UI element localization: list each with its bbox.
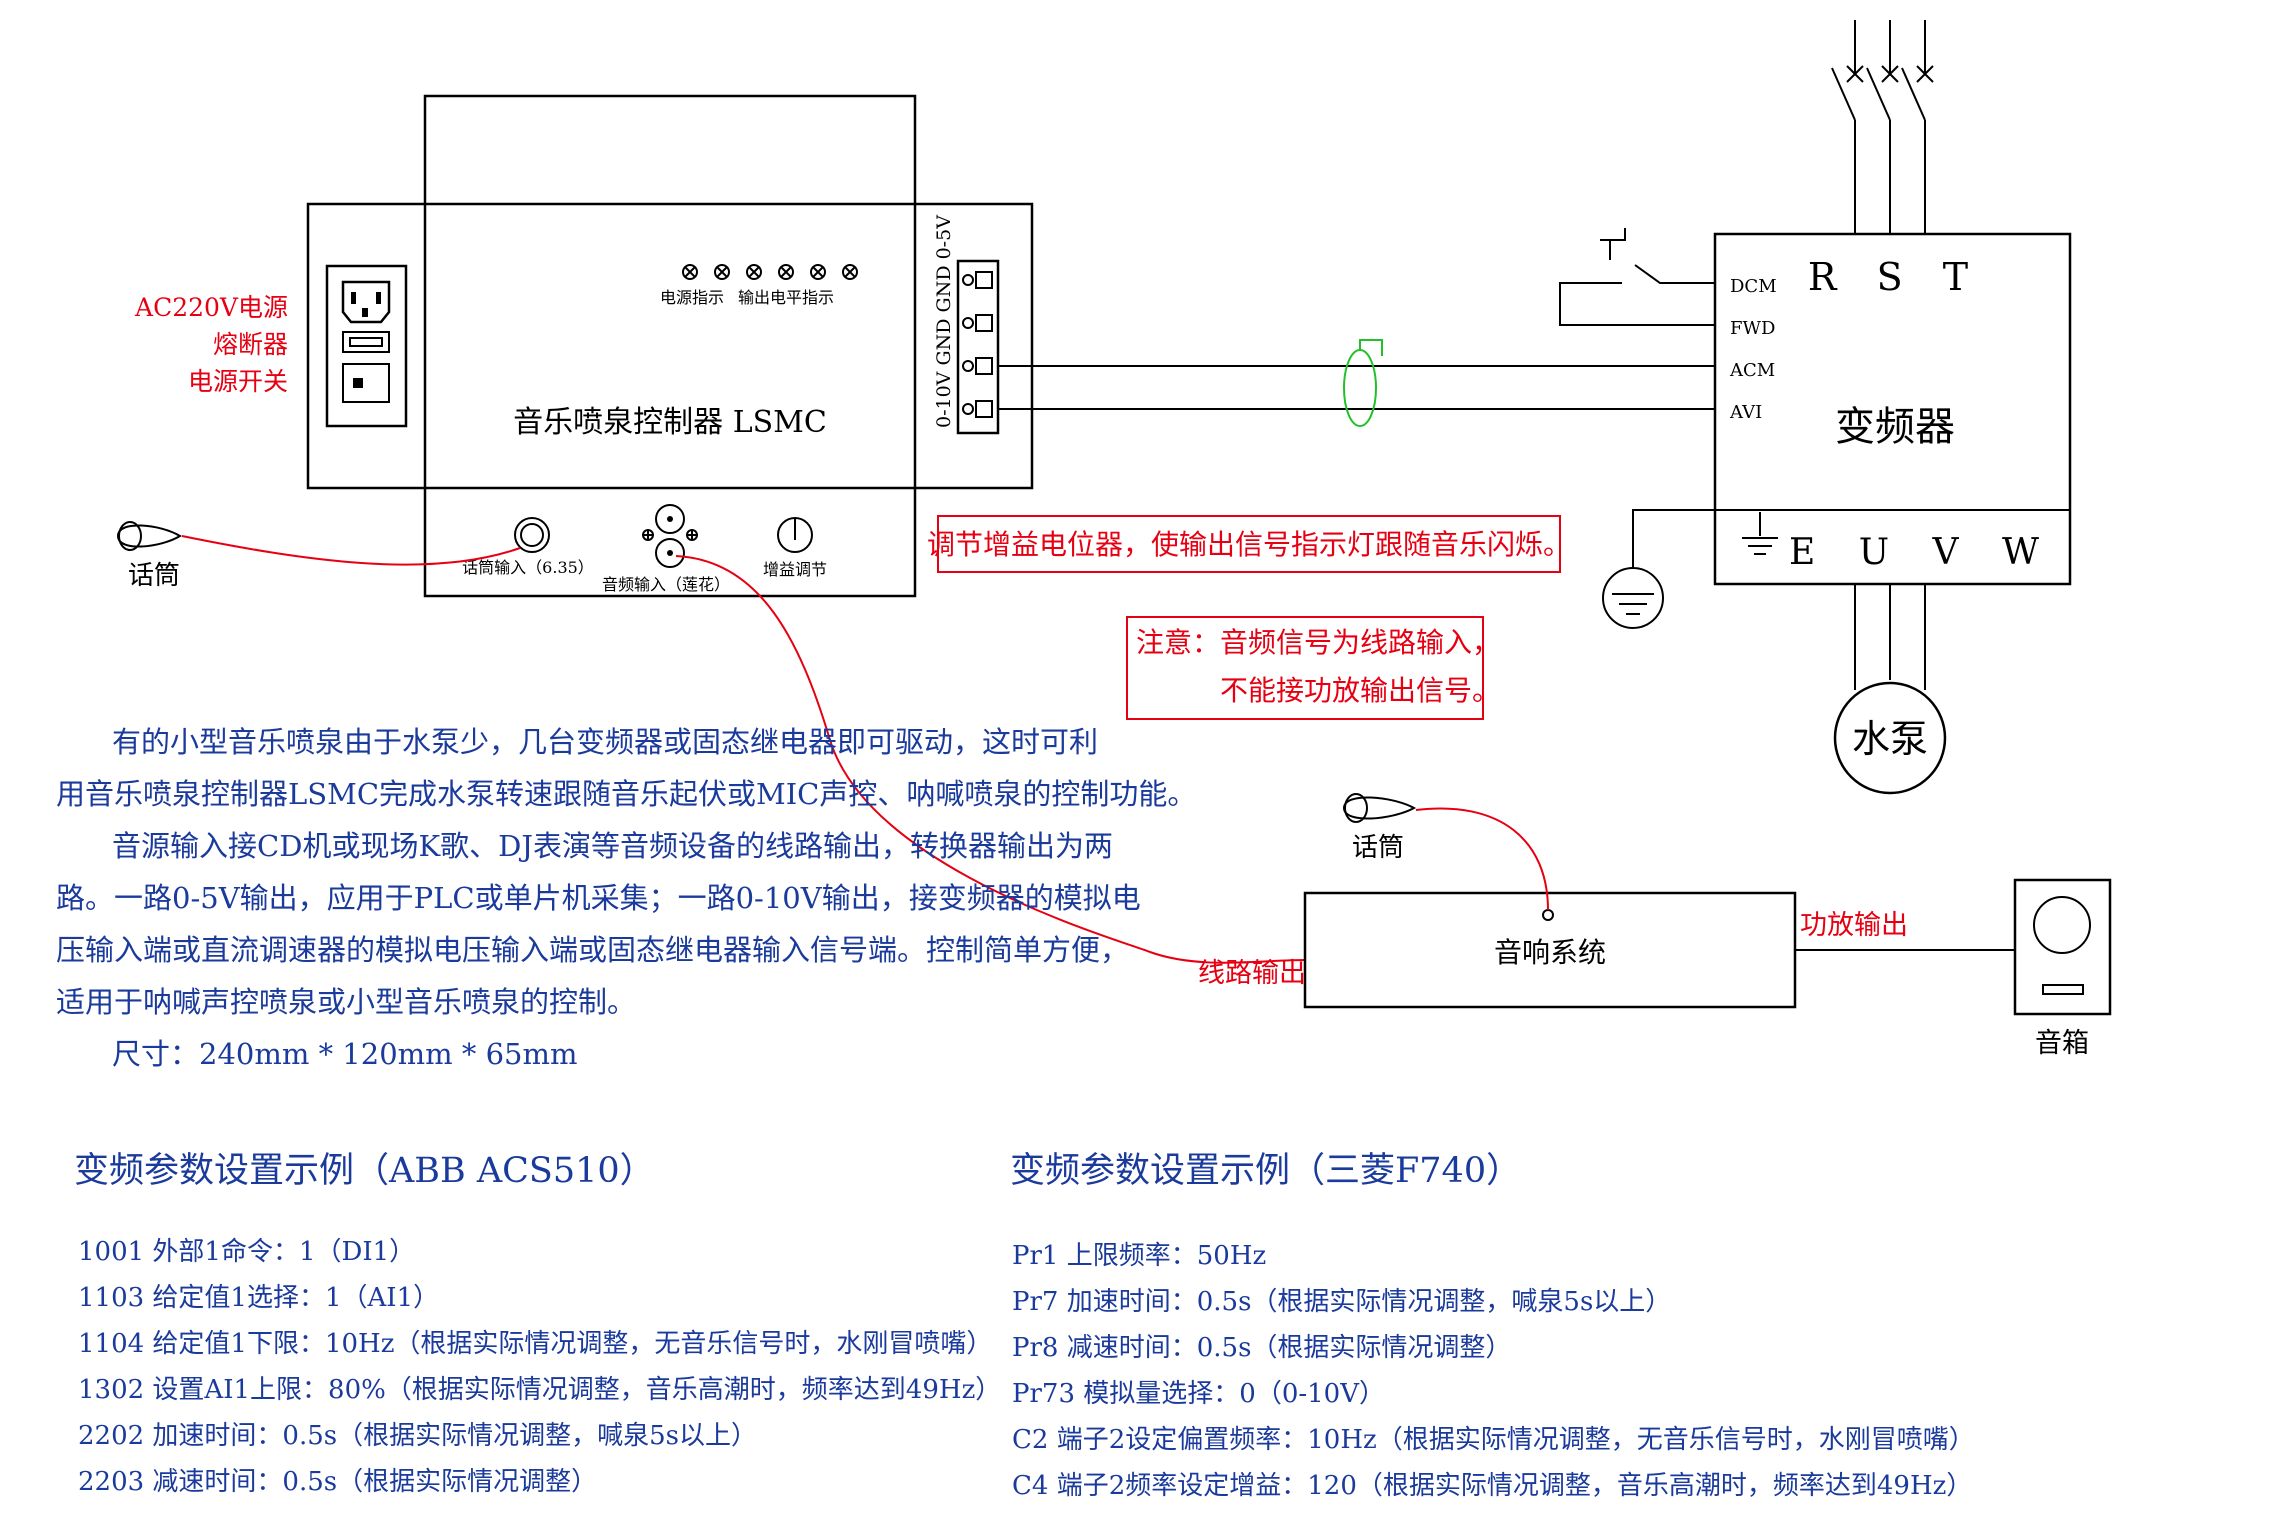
abb-line-1: 1001 外部1命令：1（DI1） <box>78 1237 415 1267</box>
warning-line-2: 不能接功放输出信号。 <box>1220 674 1500 707</box>
terminal-block <box>956 259 1000 435</box>
audio-input-label: 音频输入（莲花） <box>602 575 730 594</box>
mitsubishi-line-4: Pr73 模拟量选择：0（0-10V） <box>1012 1379 1385 1409</box>
desc-line-6: 适用于呐喊声控喷泉或小型音乐喷泉的控制。 <box>56 985 636 1019</box>
vfd-bottom-terminals: E U V W <box>1789 532 2055 573</box>
desc-line-2: 用音乐喷泉控制器LSMC完成水泵转速跟随音乐起伏或MIC声控、呐喊喷泉的控制功能… <box>56 777 1196 811</box>
abb-params: 变频参数设置示例（ABB ACS510） 1001 外部1命令：1（DI1） 1… <box>74 1151 1001 1497</box>
indicator-power-label: 电源指示 <box>660 288 724 307</box>
vfd-earth-icon <box>1742 512 1778 555</box>
abb-title: 变频参数设置示例（ABB ACS510） <box>74 1151 655 1191</box>
indicator-level-label: 输出电平指示 <box>738 288 834 307</box>
mic-input-label: 话筒输入（6.35） <box>462 558 594 577</box>
mic-cable-right <box>1415 807 1549 911</box>
vfd-term-dcm: DCM <box>1730 276 1777 297</box>
abb-line-3: 1104 给定值1下限：10Hz（根据实际情况调整，无音乐信号时，水刚冒喷嘴） <box>78 1329 992 1359</box>
vfd-title: 变频器 <box>1835 404 1955 450</box>
description-text: 有的小型音乐喷泉由于水泵少，几台变频器或固态继电器即可驱动，这时可利 用音乐喷泉… <box>56 725 1196 1071</box>
circuit-breaker <box>1831 20 1934 234</box>
mitsubishi-params: 变频参数设置示例（三菱F740） Pr1 上限频率：50Hz Pr7 加速时间：… <box>1010 1151 1975 1501</box>
abb-line-6: 2203 减速时间：0.5s（根据实际情况调整） <box>78 1467 597 1497</box>
amp-out-label: 功放输出 <box>1800 910 1908 941</box>
controller-title: 音乐喷泉控制器 LSMC <box>513 405 827 440</box>
vfd-top-terminals: R S T <box>1808 255 1982 299</box>
mitsubishi-title: 变频参数设置示例（三菱F740） <box>1010 1151 1521 1191</box>
warning-line-1: 注意：音频信号为线路输入， <box>1136 626 1500 659</box>
mitsubishi-line-2: Pr7 加速时间：0.5s（根据实际情况调整，喊泉5s以上） <box>1012 1287 1671 1317</box>
desc-line-5: 压输入端或直流调速器的模拟电压输入端或固态继电器输入信号端。控制简单方便， <box>56 933 1129 967</box>
mitsubishi-line-6: C4 端子2频率设定增益：120（根据实际情况调整，音乐高潮时，频率达到49Hz… <box>1012 1471 1972 1501</box>
mic-jack <box>514 517 550 553</box>
desc-line-7: 尺寸：240mm * 120mm * 65mm <box>112 1037 577 1071</box>
mic-label-right: 话筒 <box>1352 833 1404 863</box>
power-label-switch: 电源开关 <box>188 367 288 396</box>
gain-note-box <box>937 515 1561 573</box>
desc-line-1: 有的小型音乐喷泉由于水泵少，几台变频器或固态继电器即可驱动，这时可利 <box>112 725 1098 759</box>
terminal-labels: 0-10V GND GND 0-5V <box>933 215 955 428</box>
gain-label: 增益调节 <box>763 560 827 579</box>
power-label-fuse: 熔断器 <box>213 330 288 359</box>
mitsubishi-line-1: Pr1 上限频率：50Hz <box>1012 1241 1266 1271</box>
mitsubishi-line-3: Pr8 减速时间：0.5s（根据实际情况调整） <box>1012 1333 1511 1363</box>
abb-line-2: 1103 给定值1选择：1（AI1） <box>78 1283 439 1313</box>
external-earth-icon <box>1602 509 1715 629</box>
warning-box <box>1126 616 1484 720</box>
vfd-term-acm: ACM <box>1729 360 1775 381</box>
shield-sleeve <box>1343 339 1383 427</box>
sound-system-label: 音响系统 <box>1494 936 1606 969</box>
pump-label: 水泵 <box>1852 717 1928 761</box>
vfd-term-avi: AVI <box>1729 402 1762 423</box>
desc-line-3: 音源输入接CD机或现场K歌、DJ表演等音频设备的线路输出，转换器输出为两 <box>112 829 1113 863</box>
power-module <box>325 264 408 428</box>
abb-line-5: 2202 加速时间：0.5s（根据实际情况调整，喊泉5s以上） <box>78 1421 757 1451</box>
microphone-icon <box>116 521 182 551</box>
mic-cable <box>181 535 521 566</box>
rca-jacks <box>642 504 698 568</box>
abb-line-4: 1302 设置AI1上限：80%（根据实际情况调整，音乐高潮时，频率达到49Hz… <box>78 1375 1001 1405</box>
controller-body <box>306 202 1034 490</box>
speaker-label: 音箱 <box>2035 1028 2089 1059</box>
microphone-icon-right <box>1342 793 1417 823</box>
vfd-term-fwd: FWD <box>1730 318 1775 339</box>
run-switch <box>1559 228 1715 326</box>
desc-line-4: 路。一路0-5V输出，应用于PLC或单片机采集；一路0-10V输出，接变频器的模… <box>56 881 1141 915</box>
power-label-ac220: AC220V电源 <box>134 293 288 322</box>
mitsubishi-line-5: C2 端子2设定偏置频率：10Hz（根据实际情况调整，无音乐信号时，水刚冒喷嘴） <box>1012 1425 1975 1455</box>
sound-system <box>1303 807 2015 1009</box>
controller-unit: AC220V电源 熔断器 电源开关 电源指示 输出电平指示 音乐喷泉控制器 LS… <box>134 94 1034 598</box>
vfd-unit: R S T 变频器 E U V W DCM FWD ACM AVI <box>1713 232 2072 586</box>
pump-motor <box>1833 584 1947 795</box>
mic-label-left: 话筒 <box>128 561 180 591</box>
gain-knob-icon <box>777 517 813 553</box>
speaker-icon <box>2013 878 2112 1016</box>
audio-cable <box>675 555 1306 964</box>
gain-note: 调节增益电位器，使输出信号指示灯跟随音乐闪烁。 <box>927 528 1571 561</box>
indicator-lamps <box>682 264 858 280</box>
line-out-label: 线路输出 <box>1198 958 1306 989</box>
